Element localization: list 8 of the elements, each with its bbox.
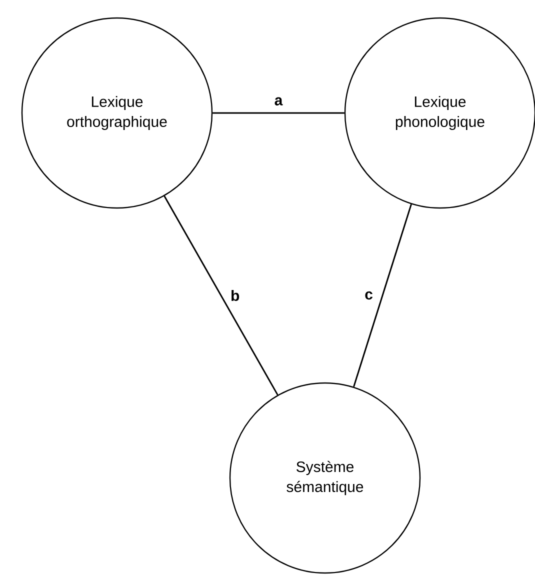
connector-line xyxy=(164,196,278,396)
circle-node: Lexique orthographique xyxy=(21,17,213,209)
edge-label: b xyxy=(232,290,240,301)
edge-label: c xyxy=(365,291,373,300)
edge-label: a xyxy=(274,97,283,106)
connector-line xyxy=(353,204,412,388)
circle-node: Système sémantique xyxy=(229,382,421,574)
connector-line xyxy=(212,112,344,114)
